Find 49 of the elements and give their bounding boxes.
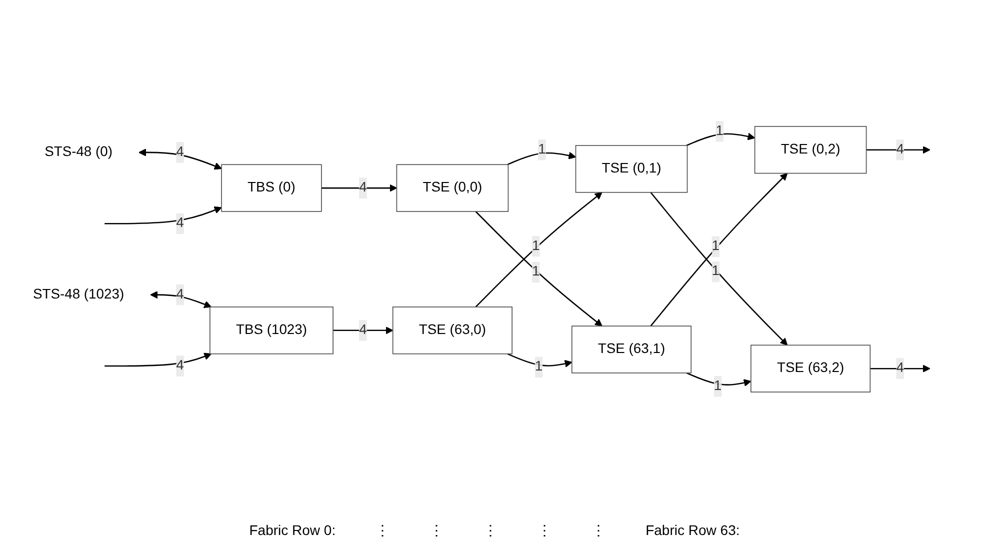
edge-label: 1: [712, 239, 720, 254]
arrow: [866, 146, 930, 154]
node-box: TBS (0): [221, 164, 322, 212]
arrow: [686, 132, 756, 146]
node-box: TSE (63,1): [571, 326, 692, 374]
edge-label: 4: [896, 142, 904, 157]
arrow: [475, 192, 602, 308]
row-label: ⋮: [538, 522, 552, 538]
arrow: [870, 364, 930, 373]
arrow: [138, 148, 222, 170]
arrow: [686, 372, 752, 387]
node-box: TSE (0,0): [396, 164, 509, 212]
arrow: [104, 206, 222, 224]
row-label: Fabric Row 0:: [249, 522, 336, 538]
arrow: [104, 352, 212, 367]
node-box: TSE (63,0): [392, 306, 512, 354]
row-label: Fabric Row 63:: [646, 522, 740, 538]
edge-label: 4: [896, 360, 904, 376]
row-label: ⋮: [592, 522, 606, 538]
arrow: [333, 326, 394, 334]
node-text: STS-48 (0): [44, 144, 112, 160]
row-label: ⋮: [430, 522, 444, 538]
arrow: [150, 291, 212, 308]
node-box: TBS (1023): [210, 306, 334, 354]
edge-label: 4: [359, 180, 367, 196]
edge-label: 4: [176, 358, 184, 374]
edge-label: 1: [716, 124, 724, 138]
arrow: [475, 211, 602, 327]
edge-label: 4: [176, 144, 184, 160]
node-box: TSE (63,2): [750, 344, 871, 393]
edge-label: 4: [359, 322, 367, 338]
node-box: TSE (0,1): [575, 145, 688, 193]
arrow: [507, 353, 572, 368]
edge-label: 1: [532, 238, 540, 254]
node-box: TSE (0,2): [754, 126, 867, 174]
arrow: [321, 184, 398, 192]
arrow: [650, 192, 788, 346]
edge-label: 1: [532, 264, 540, 280]
row-label: ⋮: [484, 522, 498, 538]
node-text: STS-48 (1023): [32, 287, 124, 302]
edge-label: 4: [176, 287, 184, 302]
arrow: [507, 152, 576, 166]
arrow: [650, 173, 788, 327]
edge-label: 1: [714, 378, 722, 394]
edge-label: 1: [712, 264, 720, 279]
edge-label: 1: [538, 142, 546, 157]
row-label: ⋮: [376, 522, 390, 538]
edge-label: 1: [534, 360, 543, 374]
edge-label: 4: [176, 216, 184, 231]
